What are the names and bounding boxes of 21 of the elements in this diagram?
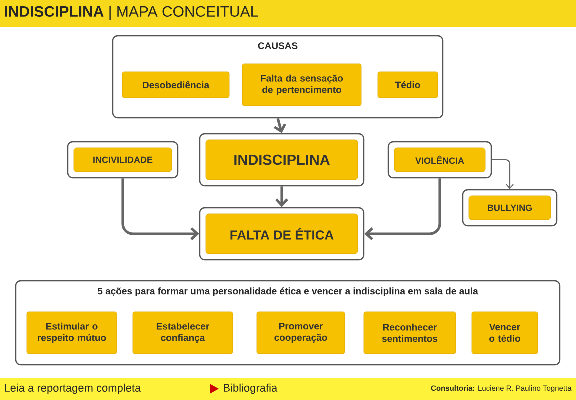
arrow: [492, 159, 514, 190]
concept-box: Falta da sensação de pertencimento: [242, 64, 362, 106]
title: INDISCIPLINA | MAPA CONCEITUAL: [5, 6, 258, 20]
arrow: [274, 118, 286, 134]
link-text: Leia a reportagem completa: [5, 384, 142, 394]
concept-box: Promover cooperação: [256, 312, 346, 354]
arrow: [364, 178, 442, 240]
arrow: [276, 186, 288, 208]
concept-box: FALTA DE ÉTICA: [199, 207, 365, 261]
concept-box: INDISCIPLINA: [199, 133, 365, 187]
concept-box: Estabelecer confiança: [132, 312, 234, 354]
concept-box: Estimular o respeito mútuo: [26, 312, 118, 354]
link-text: Bibliografia: [224, 384, 278, 394]
concept-box: INCIVILIDADE: [67, 141, 179, 179]
concept-box: Reconhecer sentimentos: [364, 312, 456, 354]
concept-box: Desobediência: [122, 72, 230, 98]
arrow: [122, 178, 200, 240]
concept-box: BULLYING: [462, 189, 558, 227]
concept-box: Vencer o tédio: [472, 312, 538, 354]
concept-box: Tédio: [378, 72, 438, 98]
concept-box: VIOLÊNCIA: [388, 141, 492, 179]
